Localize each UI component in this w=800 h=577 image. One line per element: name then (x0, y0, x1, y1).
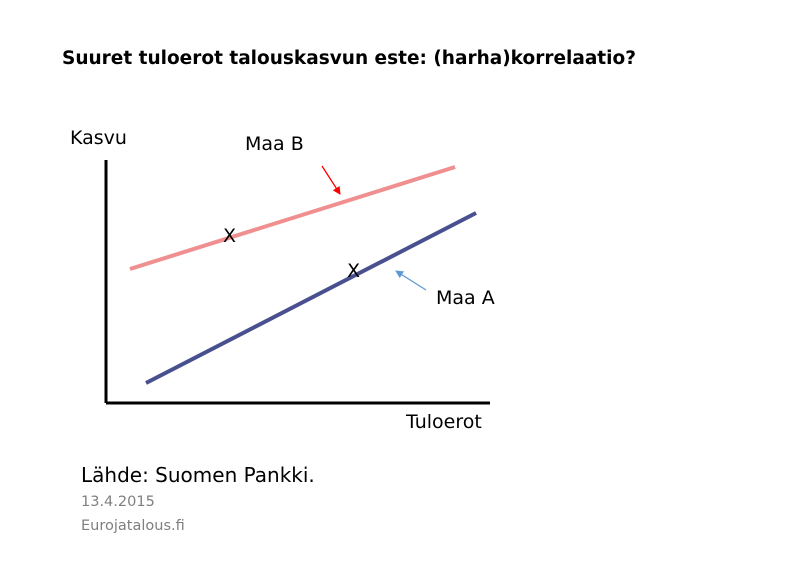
line-maa-a (145, 211, 477, 385)
marker-maa-b: X (223, 225, 237, 247)
line-maa-b (129, 165, 456, 271)
arrow-maa-a (395, 270, 427, 291)
source-text: Lähde: Suomen Pankki. (81, 463, 315, 487)
y-axis-label: Kasvu (70, 127, 127, 149)
slide-title: Suuret tuloerot talouskasvun este: (harh… (62, 48, 636, 69)
x-axis-label: Tuloerot (406, 411, 482, 433)
marker-maa-a: X (347, 260, 361, 282)
line-a-label: Maa A (436, 287, 495, 309)
date-text: 13.4.2015 (81, 494, 155, 510)
site-text: Eurojatalous.fi (81, 518, 185, 534)
arrow-maa-b (321, 165, 341, 195)
line-b-label: Maa B (245, 133, 304, 155)
